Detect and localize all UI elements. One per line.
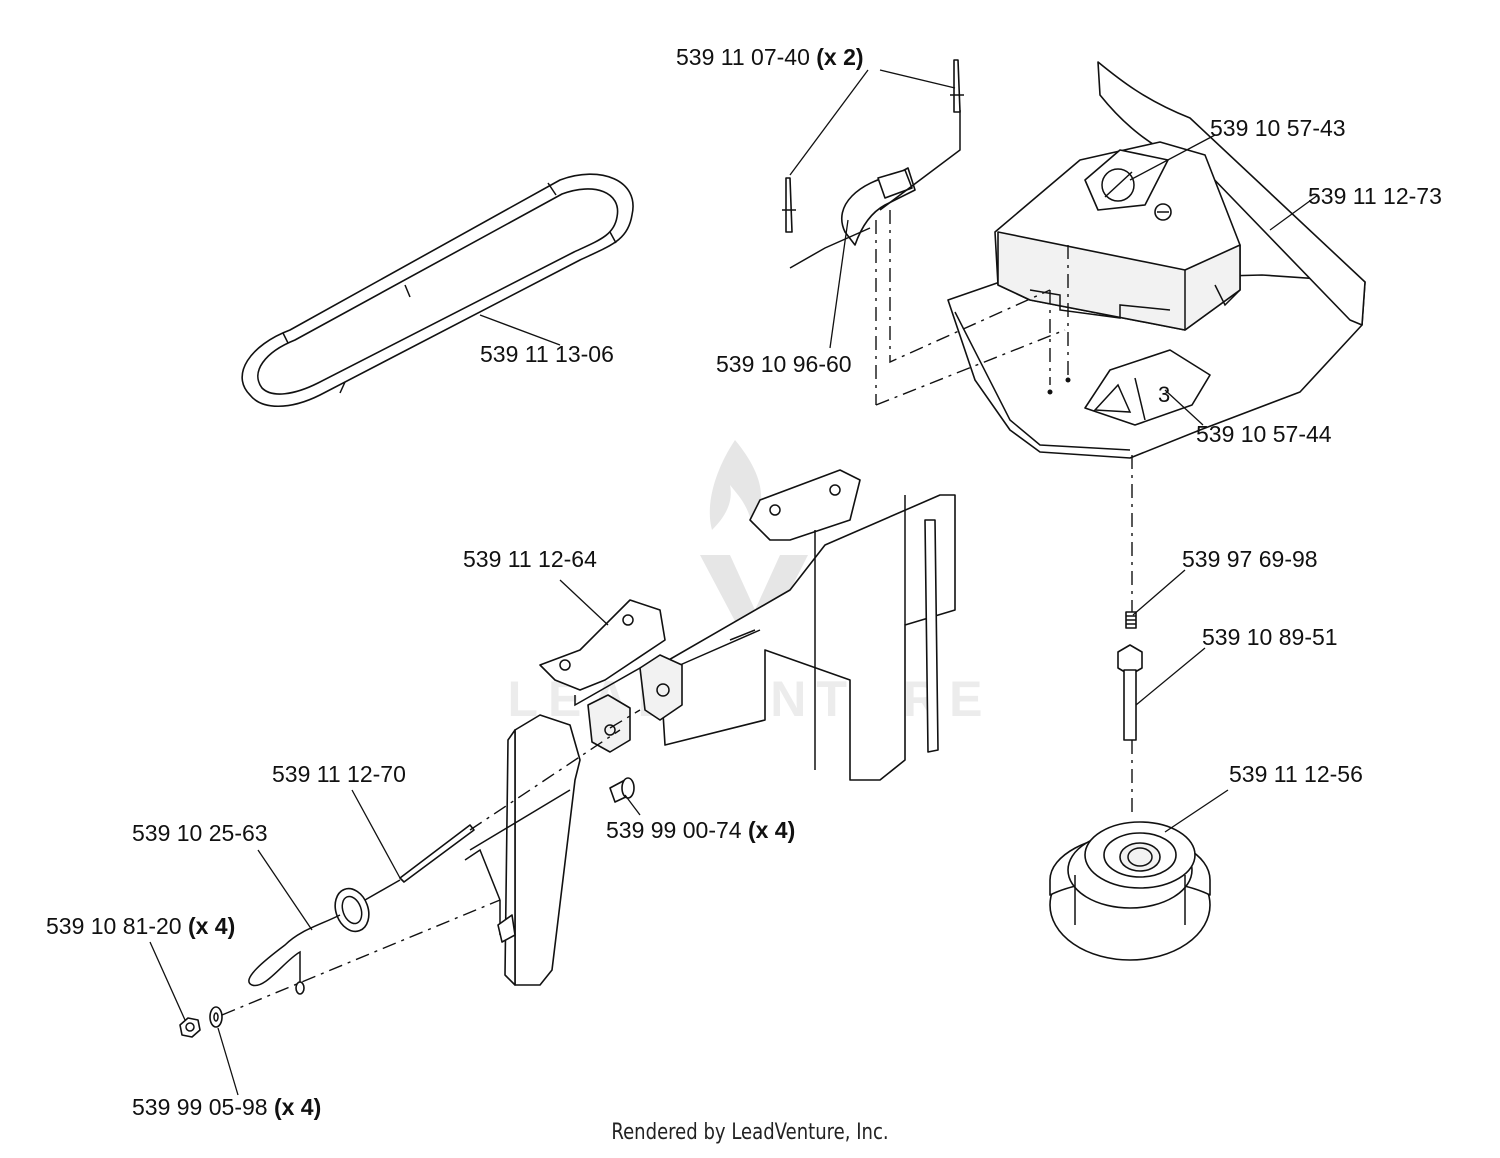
- watermark-v-icon: [700, 555, 808, 640]
- callout-539-11-12-56: 539 11 12-56: [1229, 761, 1363, 787]
- hitch-pin: [334, 824, 475, 933]
- callout-labels: 539 11 07-40 (x 2) 539 10 57-43 539 11 1…: [46, 44, 1442, 1120]
- callout-539-11-13-06: 539 11 13-06: [480, 341, 614, 367]
- v-belt: [241, 173, 634, 407]
- callout-539-10-89-51: 539 10 89-51: [1202, 624, 1338, 650]
- callout-539-99-00-74: 539 99 00-74 (x 4): [606, 817, 795, 843]
- lanyard: [248, 914, 341, 995]
- nut-washer: [179, 848, 516, 1038]
- pins: [782, 59, 964, 233]
- decal-top: [1084, 149, 1172, 221]
- leader-lines: [149, 69, 1319, 1096]
- callout-539-11-07-40: 539 11 07-40 (x 2): [676, 44, 864, 70]
- carriage-bolt: [469, 777, 635, 851]
- footer-credit: Rendered by LeadVenture, Inc.: [611, 1120, 889, 1145]
- watermark-flame-icon: [709, 440, 762, 530]
- callout-539-10-57-44: 539 10 57-44: [1196, 421, 1332, 447]
- callout-539-11-12-70: 539 11 12-70: [272, 761, 406, 787]
- pulley: [1049, 821, 1211, 961]
- latch-lever: [789, 110, 961, 269]
- callout-539-10-25-63: 539 10 25-63: [132, 820, 268, 846]
- callout-539-11-12-73: 539 11 12-73: [1308, 183, 1442, 209]
- callout-539-10-81-20: 539 10 81-20 (x 4): [46, 913, 235, 939]
- decal-symbol: 3: [1158, 382, 1170, 407]
- decal-warning: 3: [1084, 349, 1211, 426]
- callout-539-11-12-64: 539 11 12-64: [463, 546, 597, 572]
- callout-539-10-96-60: 539 10 96-60: [716, 351, 852, 377]
- shoulder-bolt: [1117, 644, 1143, 741]
- set-screw: [1125, 611, 1137, 629]
- callout-539-97-69-98: 539 97 69-98: [1182, 546, 1318, 572]
- callout-539-99-05-98: 539 99 05-98 (x 4): [132, 1094, 321, 1120]
- callout-539-10-57-43: 539 10 57-43: [1210, 115, 1346, 141]
